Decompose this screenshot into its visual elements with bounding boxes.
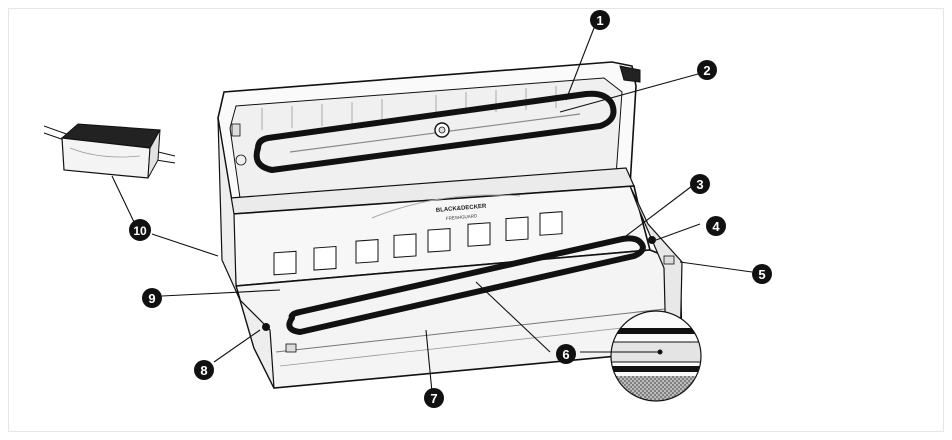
callout-4: 4 [706, 216, 726, 236]
callout-2: 2 [697, 60, 717, 80]
callout-7: 7 [424, 388, 444, 408]
svg-text:6: 6 [562, 347, 569, 362]
svg-text:5: 5 [758, 267, 765, 282]
svg-text:1: 1 [596, 13, 603, 28]
svg-text:9: 9 [148, 291, 155, 306]
frame-border [8, 8, 944, 432]
brand-sub-text: FRESHGUARD [446, 213, 479, 221]
callout-5: 5 [752, 264, 772, 284]
svg-text:2: 2 [703, 63, 710, 78]
svg-text:3: 3 [696, 177, 703, 192]
leader-lines [111, 27, 753, 393]
callout-8: 8 [194, 360, 214, 380]
magnified-inset [610, 310, 702, 402]
indicator-dot-8 [262, 323, 270, 331]
callout-10: 10 [129, 219, 151, 241]
callout-9: 9 [142, 288, 162, 308]
svg-text:4: 4 [712, 219, 720, 234]
callout-3: 3 [690, 174, 710, 194]
indicator-dot-4 [648, 236, 656, 244]
control-panel-buttons [273, 211, 563, 276]
callouts: 1 2 3 4 5 6 7 [129, 10, 772, 408]
accessory-cartridge [43, 123, 176, 179]
svg-text:8: 8 [200, 363, 207, 378]
callout-1: 1 [590, 10, 610, 30]
callout-6: 6 [556, 344, 576, 364]
brand-logo: BLACK&DECKER FRESHGUARD [436, 204, 488, 221]
brand-logo-text: BLACK&DECKER [436, 204, 488, 214]
sealer-body: BLACK&DECKER FRESHGUARD [217, 61, 683, 389]
svg-text:7: 7 [430, 391, 437, 406]
svg-text:10: 10 [133, 224, 147, 238]
